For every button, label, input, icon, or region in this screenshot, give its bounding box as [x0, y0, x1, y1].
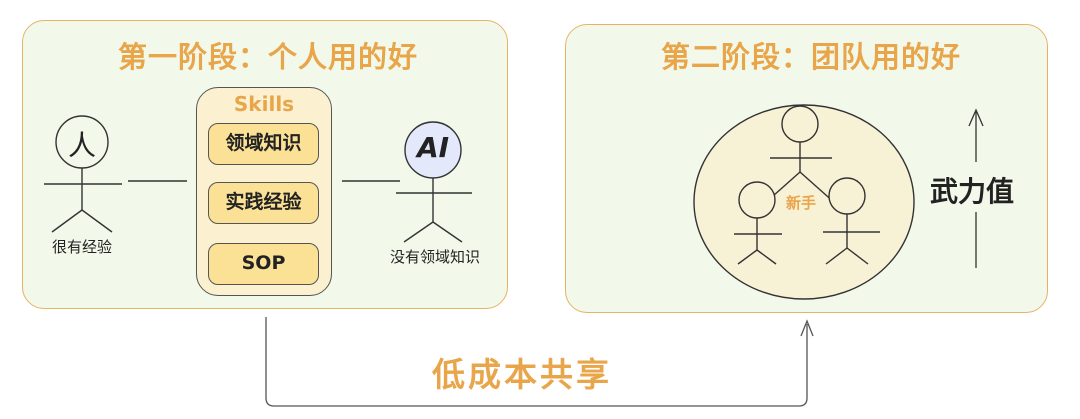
- skills-box: Skills 领域知识 实践经验 SOP: [196, 87, 332, 296]
- share-label: 低成本共享: [432, 355, 612, 394]
- ai-figure: [396, 121, 472, 243]
- stage1-title: 第一阶段：个人用的好: [118, 40, 419, 74]
- skill-domain-knowledge: 领域知识: [208, 123, 319, 165]
- share-arrow: [265, 317, 814, 407]
- person-head-label: 人: [67, 129, 96, 162]
- person-label: 很有经验: [52, 238, 113, 256]
- power-label: 武力值: [930, 175, 1015, 208]
- novice-figure-left: [734, 181, 782, 265]
- ai-head-label: AI: [416, 131, 450, 164]
- person-figure: [44, 115, 122, 233]
- skill-sop: SOP: [208, 243, 319, 285]
- team-circle: [693, 104, 915, 300]
- novice-label: 新手: [786, 194, 817, 212]
- ai-label: 没有领域知识: [390, 248, 481, 266]
- power-arrow: [968, 108, 984, 268]
- skill-practical-experience: 实践经验: [208, 182, 319, 224]
- stage2-title: 第二阶段：团队用的好: [661, 40, 962, 74]
- skills-title: Skills: [233, 92, 295, 116]
- novice-figure-right: [823, 177, 880, 265]
